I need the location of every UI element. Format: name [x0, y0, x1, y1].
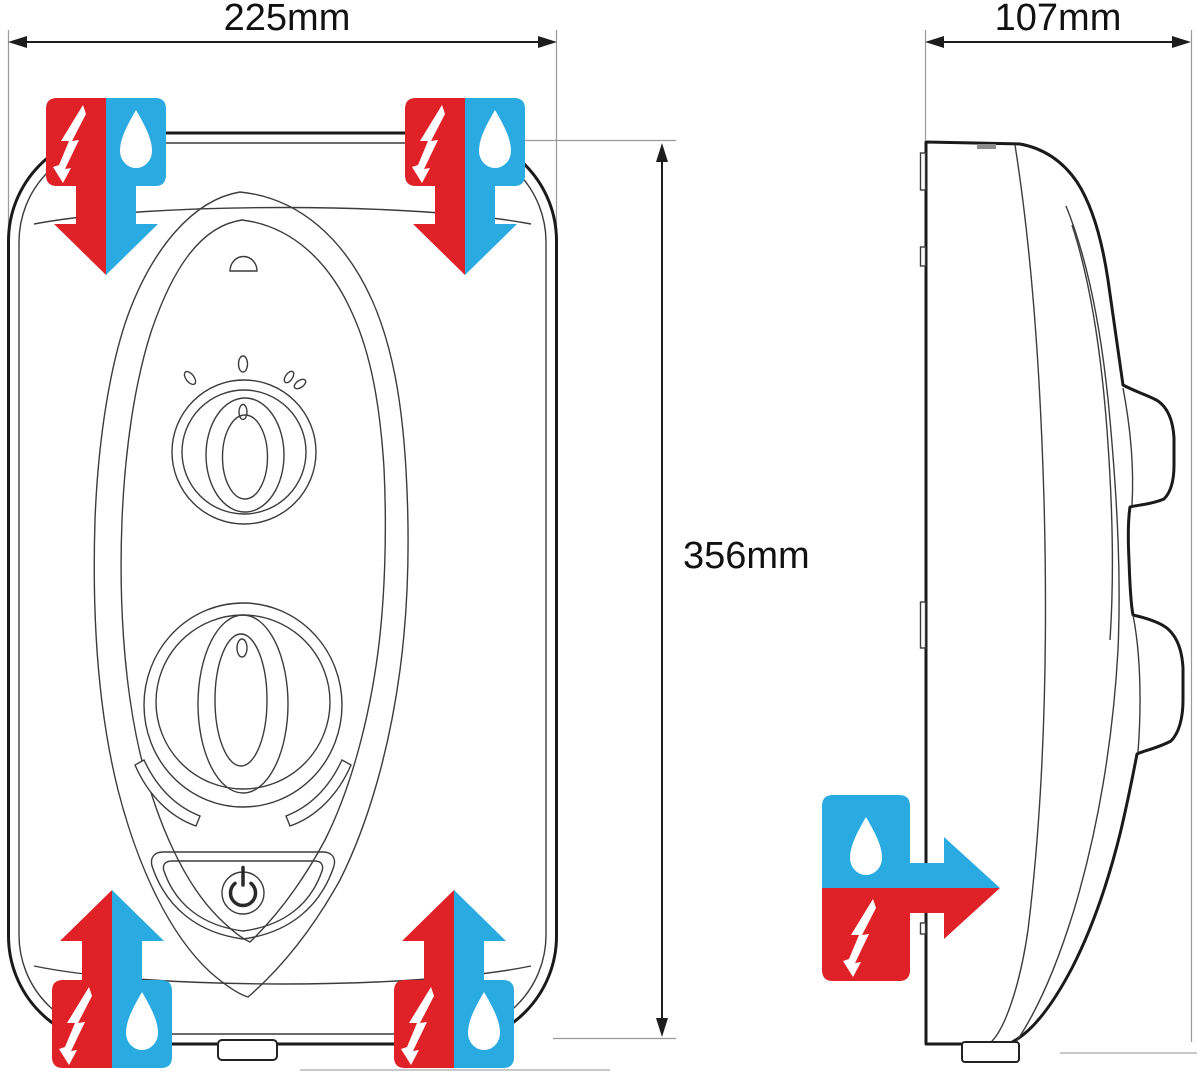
entry-arrow-electric-half	[60, 890, 112, 980]
setting-mark-right-2	[293, 378, 307, 390]
entry-arrow-water-half	[454, 890, 506, 980]
entry-indicator-side-rear	[822, 795, 1000, 981]
extension-lines	[7, 30, 1197, 1071]
knob-bump-2-inner	[1132, 614, 1141, 753]
knob-bump-1-inner	[1122, 387, 1134, 506]
entry-arrow-water-half	[106, 186, 158, 275]
side-front-seam	[1015, 205, 1120, 1043]
setting-mark-left	[183, 370, 197, 386]
temperature-knob-pointer	[238, 403, 248, 421]
arrowhead-down-icon	[656, 1018, 668, 1037]
flow-arc-right	[285, 759, 352, 827]
dimension-front-width: 225mm	[8, 0, 557, 48]
side-view	[919, 140, 1185, 1063]
water-drop-icon	[850, 817, 882, 875]
flow-arc-left	[134, 759, 201, 827]
power-panel-inner	[162, 860, 324, 932]
side-bottom-tab	[961, 1041, 1020, 1063]
dimension-front-height-label: 356mm	[683, 535, 810, 577]
back-clip-3	[919, 601, 927, 649]
entry-arrow-electric-half	[900, 888, 1000, 939]
temperature-knob-grip-inner	[221, 414, 269, 500]
flow-knob-grip	[197, 614, 289, 794]
side-face-panel-edge	[1071, 224, 1114, 641]
entry-arrow-water-half	[900, 837, 1000, 888]
dimension-side-depth: 107mm	[925, 0, 1191, 48]
lightning-icon	[53, 105, 86, 183]
arrowhead-left-icon	[8, 36, 27, 48]
dimension-front-height: 356mm	[656, 143, 810, 1037]
lightning-icon	[59, 987, 92, 1065]
water-drop-icon	[479, 110, 511, 168]
lightning-icon	[412, 105, 445, 183]
dimension-front-width-label: 225mm	[224, 0, 351, 39]
power-icon	[221, 865, 265, 915]
power-button	[150, 851, 336, 940]
temperature-knob-inner-ring	[181, 389, 307, 515]
entry-indicator-top-right	[405, 98, 525, 275]
arrowhead-left-icon	[925, 36, 944, 48]
entry-arrow-electric-half	[402, 890, 454, 980]
side-silhouette	[924, 140, 1185, 1046]
flow-knob-outer-ring	[143, 602, 343, 808]
lightning-icon	[843, 899, 876, 977]
face-panel-outer	[93, 191, 409, 998]
top-slot	[977, 144, 996, 149]
dimension-side-depth-label: 107mm	[995, 0, 1122, 39]
arrowhead-up-icon	[656, 143, 668, 162]
front-bottom-tab	[217, 1039, 278, 1061]
temperature-knob-grip	[205, 397, 285, 513]
flow-knob	[134, 602, 352, 827]
entry-arrow-electric-half	[54, 186, 106, 275]
arrowhead-right-icon	[1172, 36, 1191, 48]
entry-arrow-water-half	[112, 890, 164, 980]
entry-arrow-water-half	[465, 186, 517, 275]
setting-mark-top	[237, 355, 249, 373]
side-rear-seam	[989, 144, 1047, 1044]
back-clip-1	[919, 152, 927, 191]
power-panel-outer	[150, 851, 336, 940]
flow-knob-pointer	[236, 638, 248, 658]
arrowhead-right-icon	[538, 36, 557, 48]
lightning-icon	[401, 987, 434, 1065]
entry-indicator-top-left	[46, 98, 166, 275]
vent-icon	[229, 255, 258, 272]
entry-indicator-bottom-right	[394, 890, 514, 1068]
water-drop-icon	[120, 110, 152, 168]
water-drop-icon	[468, 992, 500, 1050]
flow-knob-grip-inner	[214, 633, 268, 767]
temperature-setting-marks	[183, 355, 307, 390]
entry-indicator-bottom-left	[52, 890, 172, 1068]
front-case-inner-line	[18, 142, 547, 1035]
temperature-knob-outer-ring	[171, 379, 317, 525]
temperature-knob	[171, 355, 317, 525]
water-drop-icon	[126, 992, 158, 1050]
back-clip-2	[919, 246, 927, 267]
back-clip-4	[919, 922, 927, 935]
power-icon-arc	[228, 881, 258, 908]
front-case-outline	[7, 131, 558, 1046]
entry-arrow-electric-half	[413, 186, 465, 275]
setting-mark-right-1	[283, 370, 295, 384]
face-panel-inner	[120, 219, 387, 943]
